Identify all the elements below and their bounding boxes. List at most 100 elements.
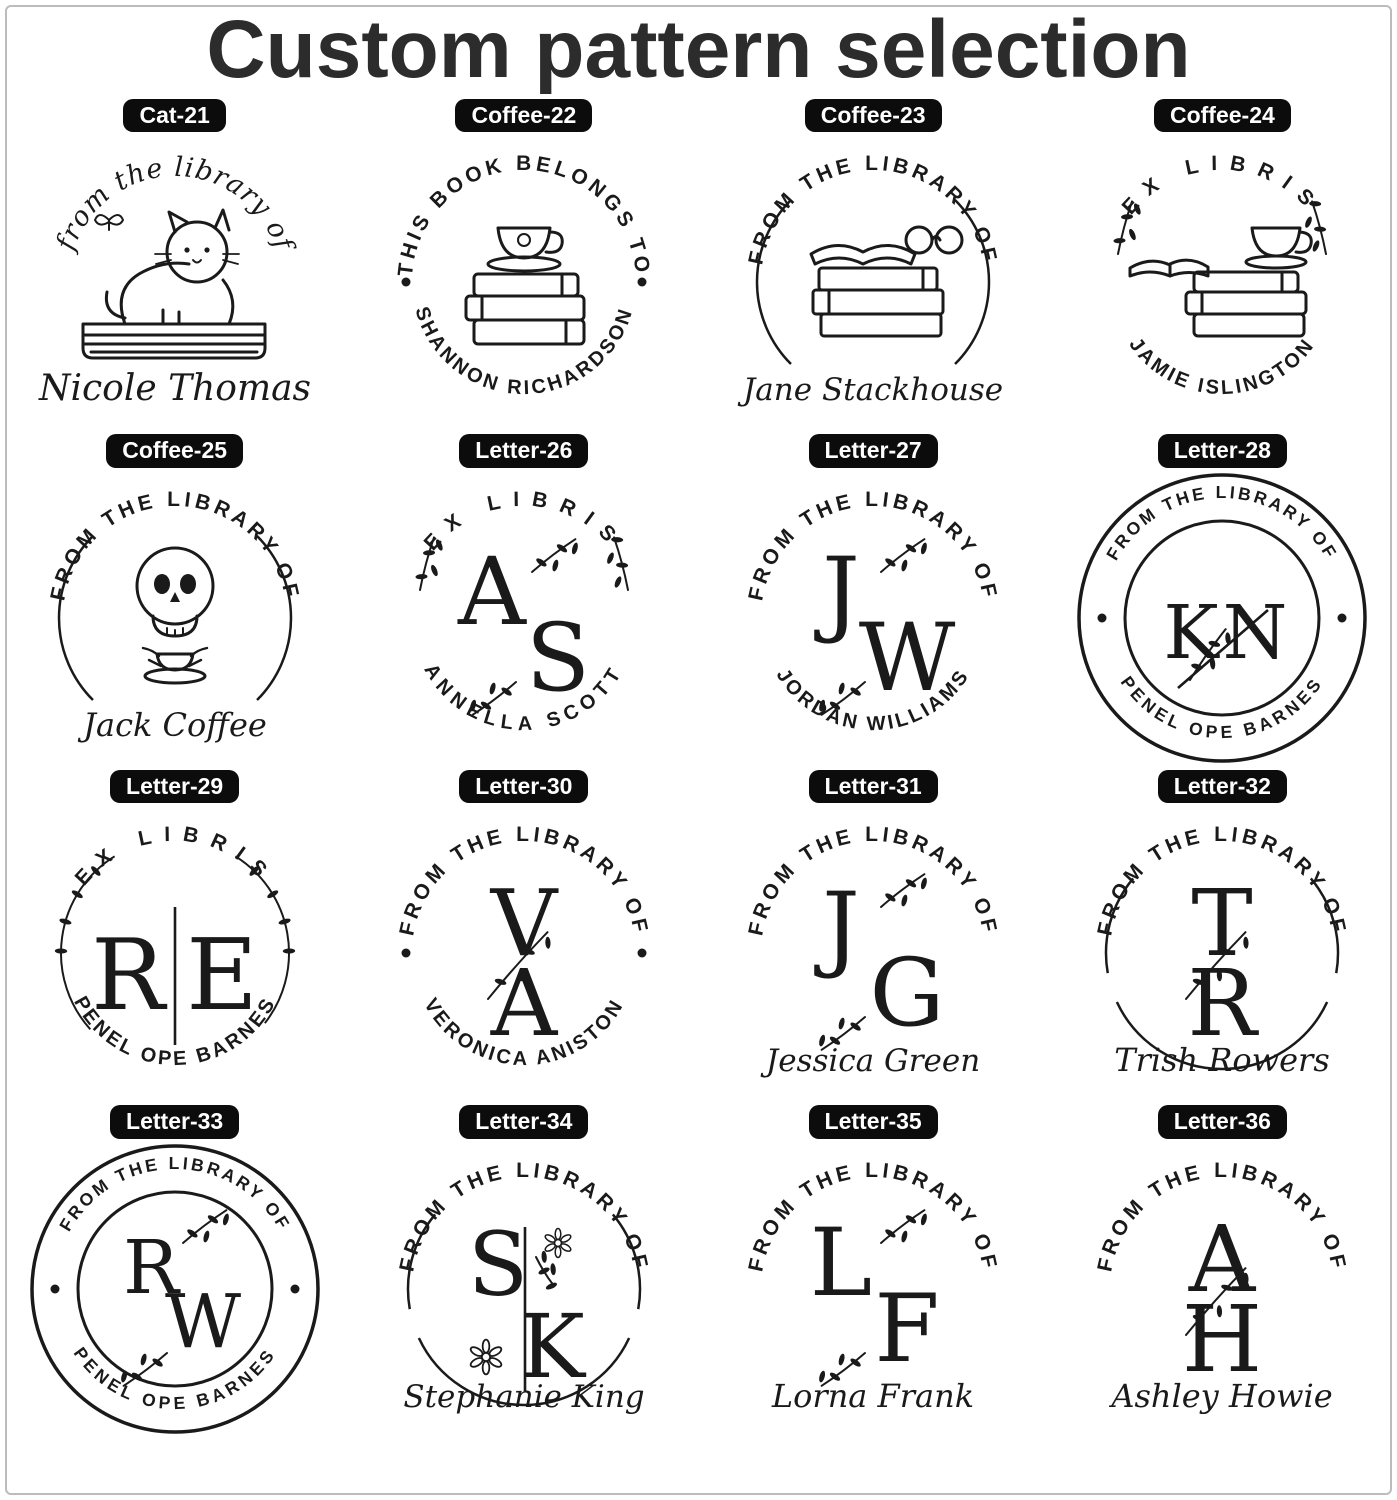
- coffee-on-books-icon: [464, 226, 586, 346]
- leaf-sprig-icon: [819, 1351, 867, 1387]
- stamp-badge: Letter-29: [110, 769, 240, 804]
- skull-coffee-icon: [135, 546, 215, 685]
- leaf-sprig-icon: [819, 680, 867, 716]
- stamp-bottom-text: Jane Stackhouse: [737, 372, 1003, 408]
- stamp-badge: Letter-27: [808, 434, 938, 468]
- stamp-bottom-text: Lorna Frank: [771, 1377, 974, 1415]
- stamp-badge: Letter-35: [808, 1105, 938, 1139]
- monogram-letter: R: [1188, 950, 1260, 1057]
- leaf-sprig-icon: [880, 873, 927, 909]
- leaf-sprig-icon: [530, 537, 578, 573]
- leaf-sprig-icon: [607, 536, 629, 591]
- leaf-sprig-icon: [415, 536, 443, 591]
- leaf-sprig-icon: [880, 1209, 927, 1244]
- stamp-badge: Letter-32: [1157, 769, 1287, 804]
- monogram-letter: E: [186, 919, 258, 1033]
- monogram-letter: W: [859, 604, 956, 713]
- stamp-bottom-text: Stephanie King: [403, 1379, 644, 1415]
- leaf-sprig-icon: [486, 931, 551, 1001]
- coffee-books-floral-icon: [1128, 226, 1314, 338]
- stamp-badge: Letter-26: [459, 434, 589, 468]
- leaf-sprig-icon: [181, 1209, 229, 1244]
- flower-icon: [469, 1338, 503, 1376]
- stamp-badge: Letter-33: [110, 1105, 240, 1139]
- monogram-letter: J: [814, 873, 860, 982]
- leaf-sprig-icon: [120, 1351, 168, 1387]
- leaf-sprig-icon: [1189, 627, 1231, 681]
- books-with-glasses-icon: [809, 225, 964, 338]
- stamp-badge: Coffee-22: [455, 98, 593, 133]
- monogram-letter: W: [165, 1279, 241, 1365]
- leaf-sprig-icon: [1185, 931, 1249, 1001]
- stamp-badge: Letter-34: [459, 1105, 589, 1139]
- stamp-badge: Coffee-24: [1153, 98, 1291, 133]
- stamp-bottom-text: Jack Coffee: [77, 706, 267, 744]
- leaf-sprig-icon: [1305, 200, 1328, 256]
- leaf-sprig-icon: [470, 680, 517, 716]
- stamp-badge: Coffee-23: [804, 98, 942, 133]
- monogram-letter: R: [123, 1225, 181, 1311]
- monogram-letter: A: [490, 950, 559, 1057]
- page-title: Custom pattern selection: [206, 4, 1191, 95]
- stamp-bottom-text: Jessica Green: [760, 1043, 980, 1079]
- page-frame: [5, 5, 1392, 1495]
- cat-on-book-icon: [81, 208, 267, 360]
- stamp-badge: Cat-21: [123, 98, 226, 133]
- stamp-badge: Letter-31: [808, 769, 938, 804]
- monogram-letter: R: [91, 919, 168, 1033]
- stamp-badge: Letter-28: [1157, 434, 1287, 468]
- leaf-sprig-icon: [1113, 200, 1142, 256]
- stamp-badge: Letter-36: [1157, 1105, 1287, 1139]
- monogram-letter: K: [519, 1295, 587, 1398]
- flower-icon: [544, 1227, 572, 1259]
- monogram-letter: F: [875, 1275, 940, 1384]
- stamp-badge: Letter-30: [459, 769, 589, 804]
- stamp-bottom-text: Nicole Thomas: [38, 368, 311, 409]
- monogram-letter: S: [526, 604, 590, 713]
- monogram-letter: L: [810, 1209, 872, 1318]
- monogram-letter: S: [468, 1213, 528, 1316]
- monogram-letter: H: [1182, 1286, 1262, 1393]
- monogram-letter: T: [1192, 870, 1253, 977]
- leaf-sprig-icon: [534, 1250, 557, 1290]
- monogram-letter: V: [490, 870, 559, 977]
- monogram-letter: A: [1188, 1206, 1257, 1313]
- stamp-bottom-text: Trish Rowers: [1115, 1041, 1330, 1079]
- stamp-badge: Coffee-25: [106, 434, 244, 468]
- leaf-sprig-icon: [1185, 1267, 1249, 1336]
- monogram-letter: N: [1223, 590, 1288, 676]
- stamp-bottom-text: Ashley Howie: [1109, 1377, 1333, 1415]
